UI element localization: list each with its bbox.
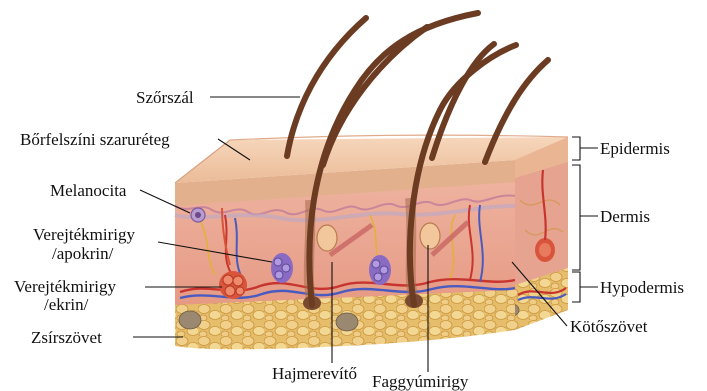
label-dermis: Dermis: [600, 207, 650, 226]
label-apocrine-gland: Verejtékmirigy: [33, 225, 135, 244]
label-arrector: Hajmerevítő: [272, 364, 357, 383]
label-melanocyte: Melanocita: [50, 181, 127, 200]
label-fat: Zsírszövet: [31, 328, 102, 347]
label-hair: Szőrszál: [136, 88, 194, 107]
label-hypodermis: Hypodermis: [600, 278, 684, 297]
label-apocrine-type: /apokrin/: [52, 244, 114, 263]
layer-brackets: [572, 137, 598, 302]
label-epidermis: Epidermis: [600, 139, 670, 158]
label-connective: Kötőszövet: [570, 317, 648, 336]
label-eccrine-type: /ekrin/: [44, 295, 89, 314]
label-sebaceous: Faggyúmirigy: [372, 372, 469, 391]
label-eccrine-gland: Verejtékmirigy: [14, 277, 116, 296]
label-stratum-corneum: Bőrfelszíni szaruréteg: [20, 130, 170, 149]
